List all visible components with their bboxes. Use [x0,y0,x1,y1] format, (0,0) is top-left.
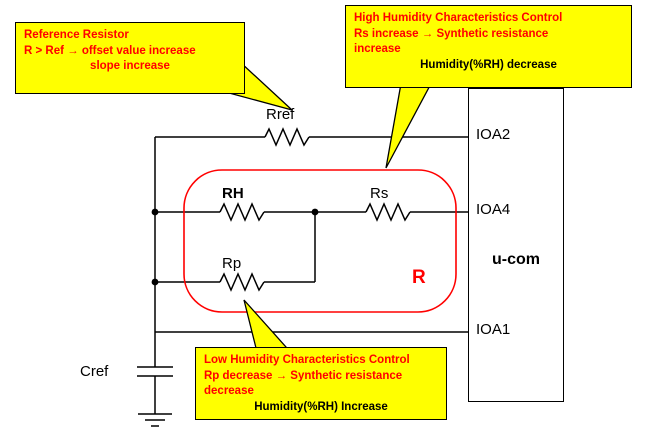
circuit-wires [137,136,469,427]
reference-resistor-callout: Reference Resistor R > Ref → offset valu… [15,22,245,94]
low-humidity-callout: Low Humidity Characteristics Control Rp … [195,347,447,420]
ucom-label: u-com [492,251,540,268]
callout-line: Rp decrease → Synthetic resistance [204,369,403,382]
callout-line: Low Humidity Characteristics Control [204,354,410,366]
high-humidity-callout: High Humidity Characteristics Control Rs… [345,5,632,88]
callout-line: Humidity(%RH) decrease [420,58,557,71]
rref-resistor-symbol [264,127,310,147]
rh-label: RH [222,185,244,202]
callout-line: Humidity(%RH) Increase [254,400,388,413]
cref-label: Cref [80,363,109,380]
callout-line: decrease [204,385,254,398]
rp-resistor-symbol [219,272,265,292]
junction-dot [151,278,159,286]
rs-resistor-symbol [365,202,411,222]
rh-resistor-symbol [219,202,265,222]
r-label: R [412,267,426,288]
callout-line: Reference Resistor [24,29,129,41]
ucom-box [468,88,564,402]
callout-line: increase [354,43,401,56]
rp-label: Rp [222,255,242,272]
high-humidity-callout-tail [385,77,436,169]
pin-label-ioa4: IOA4 [476,201,511,218]
pin-label-ioa1: IOA1 [476,321,511,338]
junction-dot [151,208,159,216]
pin-label-ioa2: IOA2 [476,126,511,143]
synthetic-resistance-outline [183,169,457,313]
rref-label: Rref [266,106,295,123]
callout-line: slope increase [90,60,170,73]
callout-line: Rs increase → Synthetic resistance [354,27,549,40]
junction-dot [311,208,319,216]
callout-line: R > Ref → offset value increase [24,44,196,57]
callout-line: High Humidity Characteristics Control [354,12,563,24]
rs-label: Rs [370,185,389,202]
